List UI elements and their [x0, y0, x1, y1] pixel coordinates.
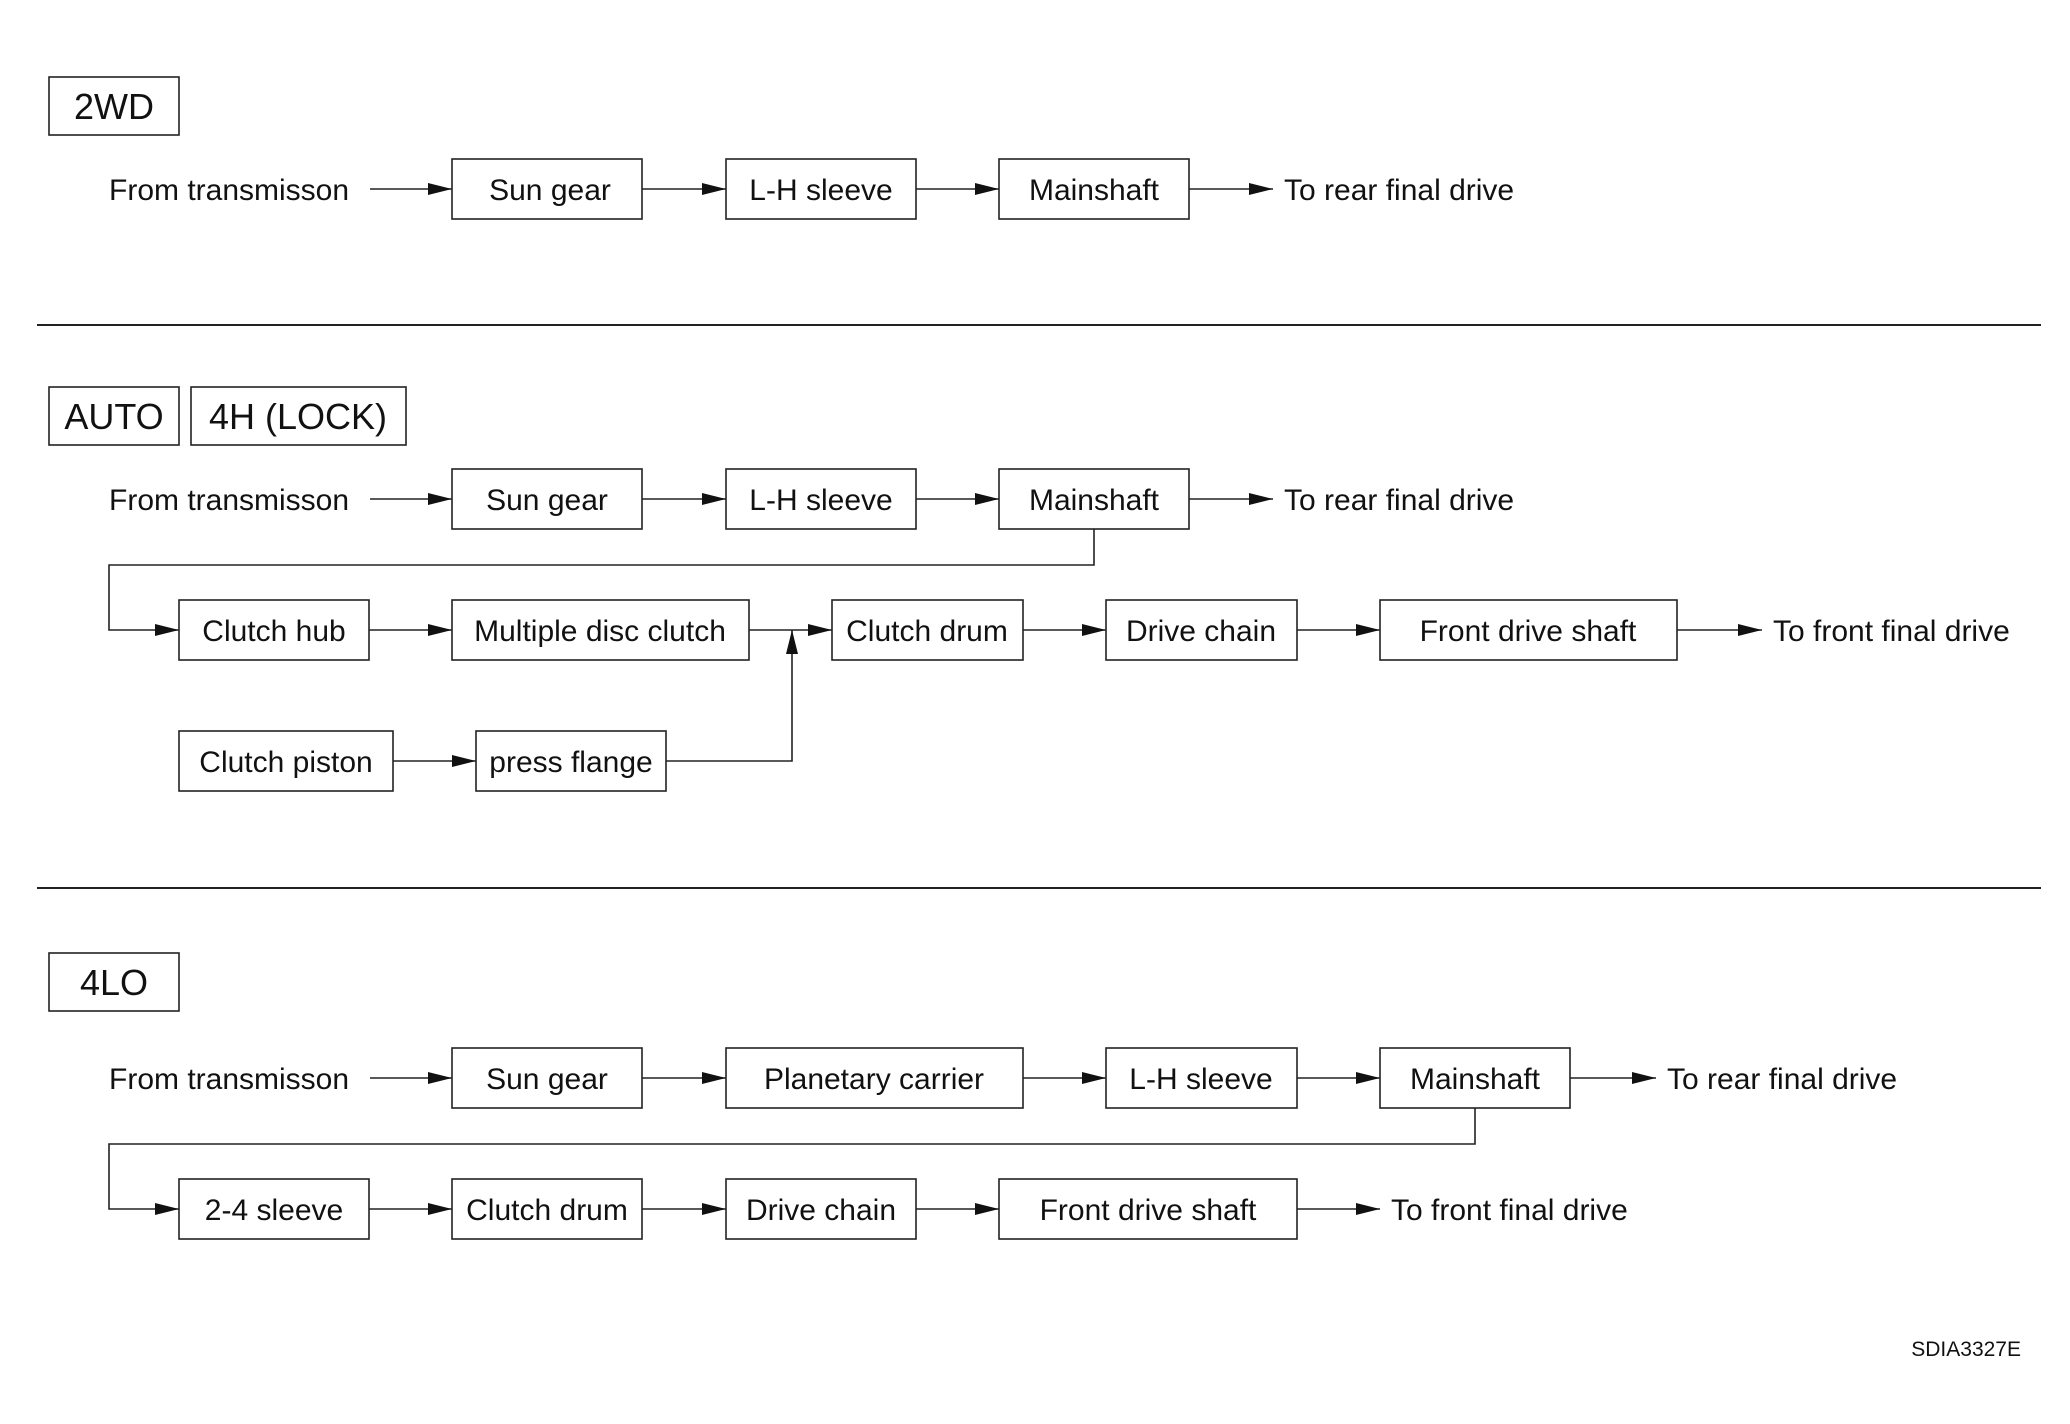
component-box — [178, 1178, 370, 1240]
component-box — [1379, 599, 1678, 661]
mode-label-box — [48, 76, 180, 136]
component-box — [725, 468, 917, 530]
component-label: Clutch drum — [846, 615, 1008, 648]
mode-label: 4LO — [80, 962, 148, 1003]
component-box — [475, 730, 667, 792]
component-label: Clutch piston — [199, 746, 372, 779]
component-box — [178, 599, 370, 661]
output-label: To rear final drive — [1284, 484, 1514, 517]
section-4lo: 4LO From transmisson Sun gear Planetary … — [48, 952, 1897, 1240]
component-box — [451, 1178, 643, 1240]
component-box — [451, 1047, 643, 1109]
component-box — [725, 1047, 1024, 1109]
component-label: Sun gear — [486, 1063, 608, 1096]
component-label: Clutch hub — [202, 615, 345, 648]
component-label: Front drive shaft — [1040, 1194, 1257, 1227]
output-label: To rear final drive — [1667, 1063, 1897, 1096]
component-label: L-H sleeve — [749, 484, 892, 517]
section-2wd: 2WD From transmisson Sun gear L-H sleeve… — [48, 76, 1514, 220]
mode-label-box — [48, 386, 180, 446]
mode-label-box — [190, 386, 407, 446]
from-transmission-label: From transmisson — [109, 174, 349, 207]
component-box — [451, 599, 750, 661]
mode-label: 4H (LOCK) — [209, 396, 387, 437]
component-box — [1105, 599, 1298, 661]
from-transmission-label: From transmisson — [109, 1063, 349, 1096]
component-box — [1105, 1047, 1298, 1109]
output-label: To rear final drive — [1284, 174, 1514, 207]
section-auto-4h: AUTO 4H (LOCK) From transmisson Sun gear… — [48, 386, 2010, 792]
component-label: Multiple disc clutch — [474, 615, 726, 648]
figure-code: SDIA3327E — [1911, 1338, 2021, 1361]
component-label: L-H sleeve — [1129, 1063, 1272, 1096]
component-label: Mainshaft — [1410, 1063, 1541, 1096]
component-label: Drive chain — [746, 1194, 896, 1227]
component-box — [725, 158, 917, 220]
component-box — [178, 730, 394, 792]
component-box — [998, 468, 1190, 530]
component-label: Sun gear — [489, 174, 611, 207]
branch-arrow — [108, 529, 1095, 636]
component-label: Sun gear — [486, 484, 608, 517]
branch-arrow — [108, 1108, 1476, 1215]
component-label: Planetary carrier — [764, 1063, 984, 1096]
mode-label: AUTO — [64, 396, 163, 437]
component-label: Clutch drum — [466, 1194, 628, 1227]
component-box — [451, 158, 643, 220]
mode-label: 2WD — [74, 86, 154, 127]
component-label: Mainshaft — [1029, 174, 1160, 207]
component-label: 2-4 sleeve — [205, 1194, 343, 1227]
component-box — [1379, 1047, 1571, 1109]
component-label: press flange — [489, 746, 652, 779]
component-label: Drive chain — [1126, 615, 1276, 648]
output-label: To front final drive — [1391, 1194, 1628, 1227]
component-label: L-H sleeve — [749, 174, 892, 207]
branch-arrow — [666, 630, 798, 762]
output-label: To front final drive — [1773, 615, 2010, 648]
from-transmission-label: From transmisson — [109, 484, 349, 517]
mode-label-box — [48, 952, 180, 1012]
component-label: Front drive shaft — [1420, 615, 1637, 648]
component-label: Mainshaft — [1029, 484, 1160, 517]
component-box — [998, 1178, 1298, 1240]
